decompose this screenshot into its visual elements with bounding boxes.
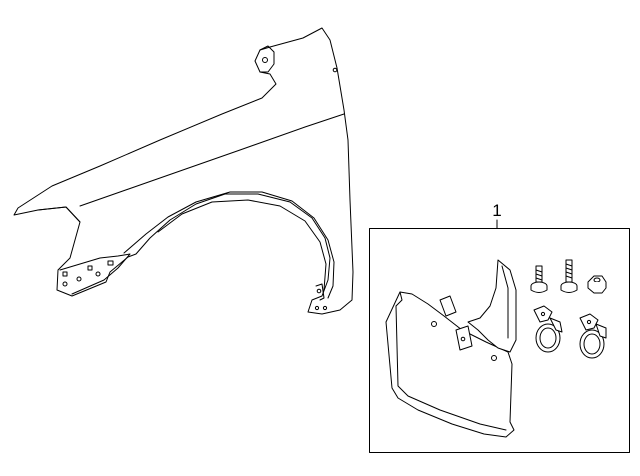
fender-crease-lower: [37, 206, 81, 223]
fender: [13, 27, 354, 315]
fender-crease: [79, 113, 345, 207]
mount-hole: [332, 67, 338, 73]
bracket-hole: [322, 305, 328, 311]
clamp-icon: [579, 313, 607, 359]
fender-mount-tab: [259, 45, 275, 73]
fender-rear-bracket: [315, 283, 325, 301]
rear-mud-flap: [467, 259, 517, 353]
bracket-hole: [316, 288, 322, 294]
bracket-slot: [62, 271, 68, 277]
fender-front-bracket: [59, 253, 131, 295]
bracket-slot: [107, 260, 114, 266]
screw-icon: [530, 265, 548, 293]
callout-label: 1: [492, 201, 501, 220]
bracket-hole: [314, 305, 320, 311]
screw-icon: [560, 259, 578, 293]
clamp-icon: [533, 305, 563, 353]
rear-flap-edge: [501, 265, 509, 339]
mud-flap-kit: [369, 228, 630, 453]
mud-flap-edge: [395, 291, 507, 431]
bracket-slot: [87, 265, 93, 271]
mount-hole: [262, 57, 268, 63]
mud-flap-bracket: [439, 295, 457, 317]
kit-frame: [369, 228, 630, 453]
mud-flap-hole: [491, 355, 497, 361]
wheel-arch-flange: [123, 191, 335, 299]
wheel-arch-inner: [157, 199, 327, 291]
bracket-hole: [62, 281, 68, 287]
mud-flap-hole: [431, 321, 437, 327]
nut-icon: [587, 275, 607, 294]
clip-hole: [460, 336, 466, 342]
fender-outline: [13, 27, 354, 315]
bracket-hole: [76, 276, 82, 282]
bracket-hole: [95, 271, 101, 277]
